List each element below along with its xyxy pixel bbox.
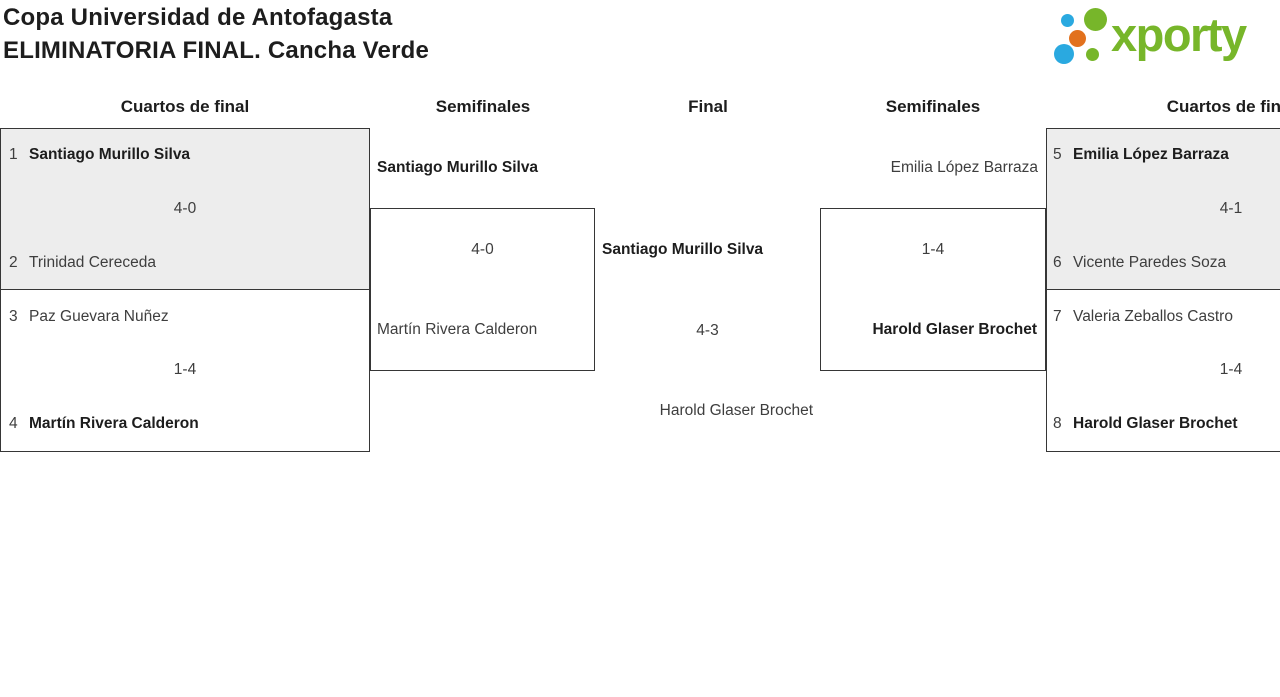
column-header-final: Final (688, 97, 728, 116)
player-row: 6 Vicente Paredes Soza (1053, 252, 1226, 274)
match-box-sf1 (370, 208, 595, 371)
player-row: 3 Paz Guevara Nuñez (9, 306, 169, 328)
player-row: Harold Glaser Brochet (595, 400, 813, 422)
player-name: Harold Glaser Brochet (872, 321, 1037, 338)
logo-dot-icon (1061, 14, 1074, 27)
player-name: Vicente Paredes Soza (1073, 254, 1227, 271)
player-name: Santiago Murillo Silva (377, 159, 539, 176)
player-name: Emilia López Barraza (890, 159, 1038, 176)
logo-dot-icon (1054, 44, 1074, 64)
player-name: Emilia López Barraza (1073, 146, 1229, 163)
match-box-qf4 (1046, 289, 1280, 452)
xporty-wordmark: xporty (1111, 8, 1247, 61)
player-row: Harold Glaser Brochet (820, 319, 1037, 341)
player-row: Santiago Murillo Silva (377, 157, 538, 179)
match-score: 4-1 (1219, 200, 1243, 217)
player-row: 1 Santiago Murillo Silva (9, 144, 190, 166)
match-box-sf2 (820, 208, 1046, 371)
column-header-semifinals-left: Semifinales (435, 97, 531, 116)
player-name: Santiago Murillo Silva (29, 146, 191, 163)
match-score: 4-0 (471, 241, 494, 258)
seed-number: 7 (1053, 308, 1062, 325)
match-box-qf1 (0, 128, 370, 290)
match-score: 1-4 (173, 361, 197, 378)
player-name: Martín Rivera Calderon (29, 415, 199, 432)
player-row: Emilia López Barraza (820, 157, 1038, 179)
player-row: 4 Martín Rivera Calderon (9, 413, 199, 435)
logo-dot-icon (1084, 8, 1107, 31)
tournament-name: Copa Universidad de Antofagasta (3, 4, 393, 31)
player-name: Valeria Zeballos Castro (1073, 308, 1233, 325)
match-score: 4-0 (173, 200, 197, 217)
match-score: 1-4 (921, 241, 945, 258)
player-row: 8 Harold Glaser Brochet (1053, 413, 1238, 435)
column-header-quarterfinals-right: Cuartos de final (1166, 97, 1280, 116)
page-title: Copa Universidad de Antofagasta ELIMINAT… (3, 1, 429, 67)
player-name: Martín Rivera Calderon (377, 321, 538, 338)
player-row: 5 Emilia López Barraza (1053, 144, 1229, 166)
player-row: 7 Valeria Zeballos Castro (1053, 306, 1233, 328)
match-score: 1-4 (1219, 361, 1243, 378)
seed-number: 8 (1053, 415, 1062, 432)
player-name: Trinidad Cereceda (29, 254, 156, 271)
column-header-semifinals-right: Semifinales (885, 97, 981, 116)
column-header-quarterfinals-left: Cuartos de final (120, 97, 250, 116)
match-box-qf3 (1046, 128, 1280, 290)
player-name: Harold Glaser Brochet (1073, 415, 1238, 432)
player-row: 2 Trinidad Cereceda (9, 252, 156, 274)
logo-dot-icon (1069, 30, 1086, 47)
match-score: 4-3 (696, 322, 719, 339)
player-row: Santiago Murillo Silva (602, 239, 763, 261)
seed-number: 2 (9, 254, 18, 271)
seed-number: 4 (9, 415, 18, 432)
player-name: Paz Guevara Nuñez (29, 308, 169, 325)
stage-name: ELIMINATORIA FINAL. Cancha Verde (3, 37, 430, 64)
player-name: Harold Glaser Brochet (659, 402, 813, 419)
player-name: Santiago Murillo Silva (602, 241, 764, 258)
seed-number: 3 (9, 308, 18, 325)
seed-number: 5 (1053, 146, 1062, 163)
logo-dot-icon (1086, 48, 1099, 61)
seed-number: 1 (9, 146, 18, 163)
player-row: Martín Rivera Calderon (377, 319, 537, 341)
seed-number: 6 (1053, 254, 1062, 271)
match-box-qf2 (0, 289, 370, 452)
